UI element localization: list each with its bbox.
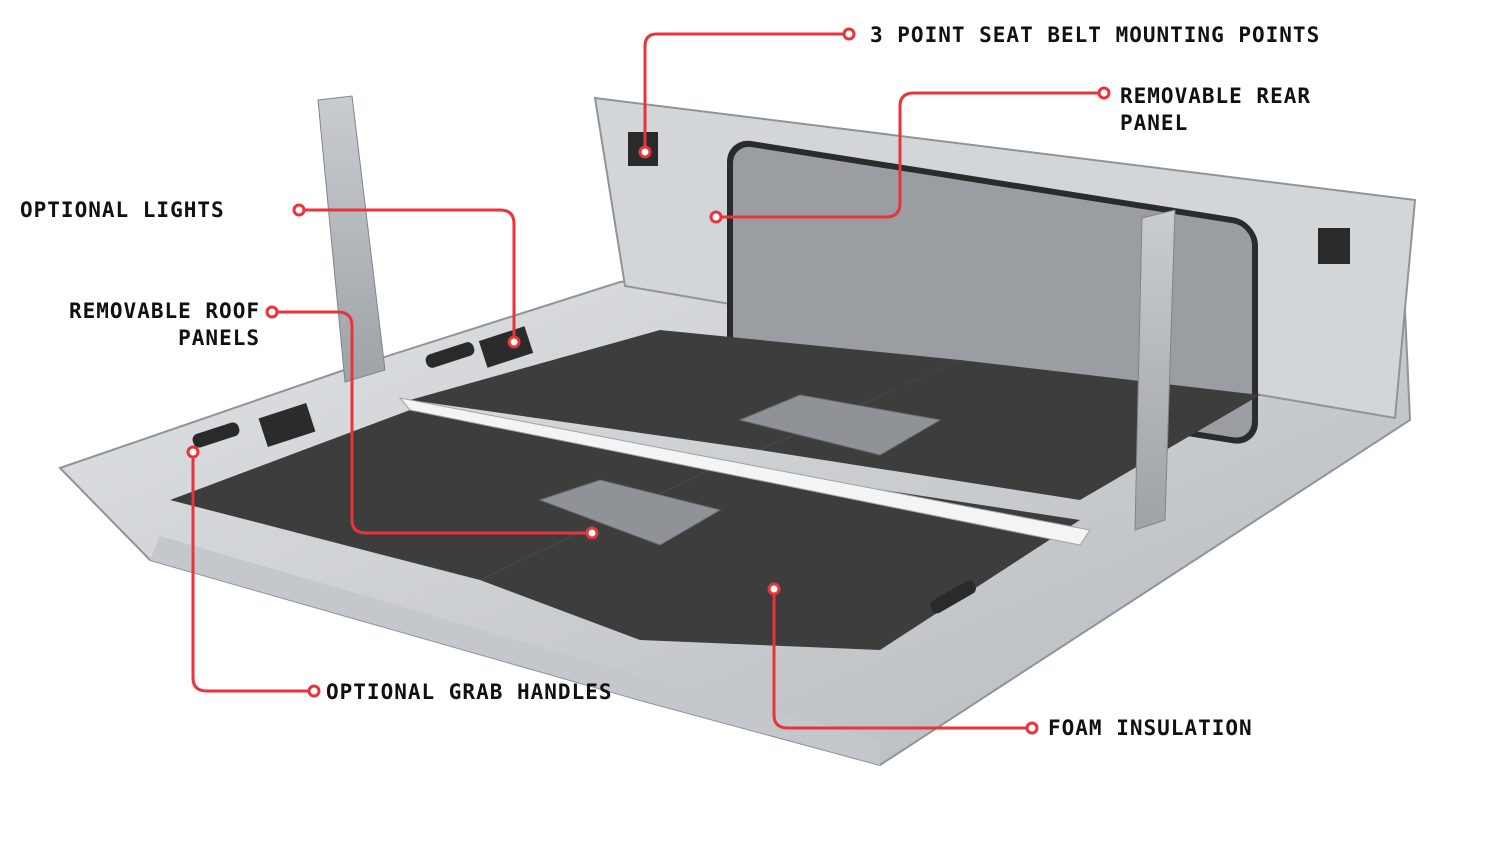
callout-dot-grab-target [186, 445, 200, 459]
callout-line-rear-panel [714, 91, 1106, 219]
roof-vent-front [538, 479, 722, 546]
callout-label-foam: FOAM INSULATION [1048, 716, 1253, 740]
callout-dot-foam-end [1025, 721, 1039, 735]
callout-line-seat-belt [643, 32, 851, 154]
post-left [317, 95, 386, 383]
callout-label-lights: OPTIONAL LIGHTS [20, 198, 225, 222]
callout-line-roof-panels [270, 310, 594, 535]
callout-lines [191, 32, 1106, 730]
canopy-illustration [58, 95, 1417, 767]
callout-dot-seat-belt-end [842, 27, 856, 41]
callout-dots [186, 27, 1111, 735]
floor-panel-front-left [170, 410, 720, 580]
roof-vent-back [738, 394, 942, 456]
light-switch-back [478, 326, 534, 368]
floor-panel-back-right [760, 360, 1260, 500]
callout-line-foam [772, 587, 1034, 730]
callout-line-grab-handles [191, 450, 316, 693]
callout-line-lights [297, 208, 516, 344]
callout-dot-foam-target [767, 582, 781, 596]
callout-dot-rear-panel-end [1097, 86, 1111, 100]
grab-handle-left [192, 422, 240, 448]
callout-label-roof-line1: REMOVABLE ROOF [68, 299, 260, 323]
callout-dot-lights-end [292, 203, 306, 217]
callout-dot-roof-target [585, 526, 599, 540]
center-light-bar [398, 397, 1091, 546]
callout-dot-rear-panel-target [709, 210, 723, 224]
callout-label-roof-line2: PANELS [178, 326, 260, 350]
grab-handle-right [930, 580, 976, 614]
callout-label-seat-belt: 3 POINT SEAT BELT MOUNTING POINTS [870, 23, 1321, 47]
seatbelt-bracket-right [1318, 228, 1350, 264]
callout-label-rear-panel-line1: REMOVABLE REAR [1120, 84, 1312, 108]
light-switch-left [258, 403, 316, 447]
grab-handle-back [425, 342, 475, 368]
callout-label-grab-handles: OPTIONAL GRAB HANDLES [326, 680, 613, 704]
callout-label-rear-panel-line2: PANEL [1120, 111, 1189, 135]
post-right [1134, 209, 1176, 531]
callout-dot-grab-end [307, 684, 321, 698]
frame-front-edge [150, 536, 880, 765]
callout-dot-lights-target [507, 335, 521, 349]
callout-dot-roof-end [265, 305, 279, 319]
callout-dot-seat-belt-target [638, 145, 652, 159]
